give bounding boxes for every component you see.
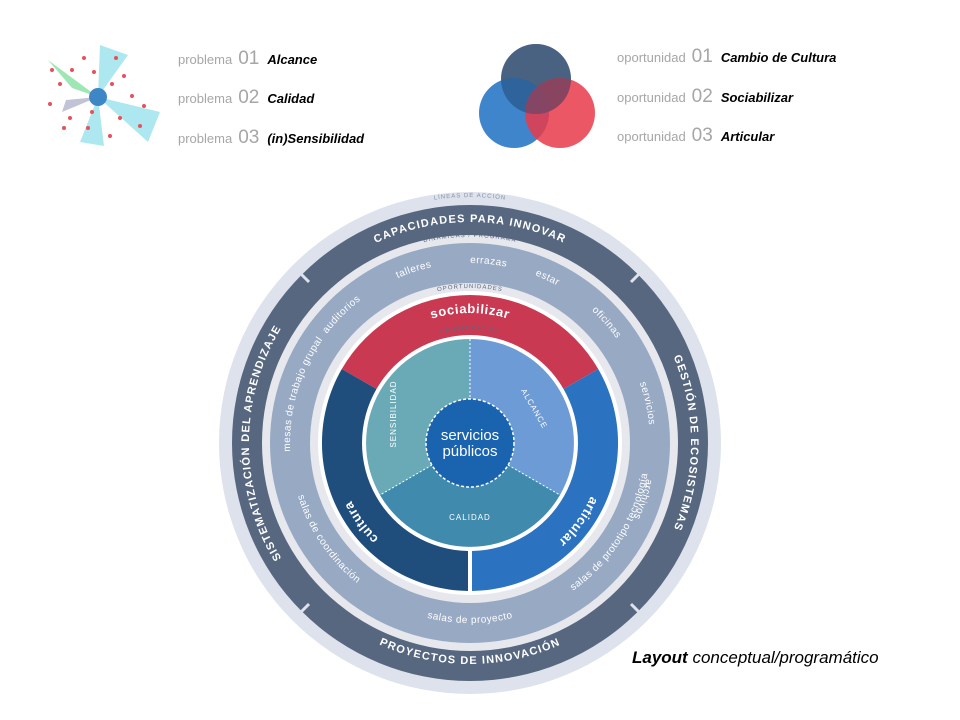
ring-label-lineas: LÍNEAS DE ACCIÓN — [434, 193, 507, 202]
problem-row-2: problema 02 Calidad — [178, 87, 314, 109]
problem-row-1: problema 01 Alcance — [178, 48, 317, 70]
problem-icon — [48, 45, 160, 146]
concentric-diagram — [219, 192, 721, 694]
problem-label: Alcance — [267, 52, 318, 67]
center-circle — [425, 398, 515, 488]
ring-label-oportunidades: OPORTUNIDADES — [437, 284, 503, 293]
opportunity-row-3: oportunidad 03 Articular — [617, 125, 774, 147]
opportunity-label-sociabilizar: sociabilizar — [428, 301, 511, 322]
ring-label-dinamicas: DINÁMICAS / PROGRAMA — [423, 233, 517, 244]
caption-rest: conceptual/programático — [687, 648, 879, 667]
opportunity-kind: oportunidad — [617, 129, 686, 144]
opportunity-arc-sociabilizar — [341, 294, 599, 389]
problem-kind: problema — [178, 91, 233, 106]
problem-number: 01 — [238, 48, 260, 69]
problem-kind: problema — [178, 131, 233, 146]
opportunity-label: Articular — [720, 129, 775, 144]
opportunity-number: 02 — [691, 86, 713, 107]
opportunity-number: 03 — [691, 125, 713, 146]
opportunity-arc-articular — [472, 369, 619, 591]
opportunity-label: Sociabilizar — [720, 90, 794, 105]
venn-circle-right — [525, 78, 595, 148]
problem-kind: problema — [178, 52, 233, 67]
problem-label: (in)Sensibilidad — [267, 131, 365, 146]
opportunity-label: Cambio de Cultura — [720, 50, 837, 65]
program-salas-proyecto: salas de proyecto — [426, 610, 513, 626]
ring-label-problematica: PROBLEMÁTICA — [440, 325, 500, 336]
problem-label: Calidad — [267, 91, 315, 106]
problem-number: 02 — [238, 87, 260, 108]
problem-label-calidad: CALIDAD — [449, 513, 491, 522]
caption-bold: Layout — [632, 648, 688, 667]
opportunity-number: 01 — [691, 46, 713, 67]
venn-icon — [479, 44, 595, 148]
opportunity-row-1: oportunidad 01 Cambio de Cultura — [617, 46, 836, 68]
opportunity-arc-cultura — [321, 369, 468, 591]
opportunity-row-2: oportunidad 02 Sociabilizar — [617, 86, 793, 108]
center-label-line1: servicios — [441, 427, 499, 444]
opportunity-kind: oportunidad — [617, 50, 686, 65]
opportunity-kind: oportunidad — [617, 90, 686, 105]
problem-row-3: problema 03 (in)Sensibilidad — [178, 127, 364, 149]
problem-label-sensibilidad: SENSIBILIDAD — [389, 380, 398, 447]
center-label-line2: públicos — [442, 443, 497, 460]
problem-number: 03 — [238, 127, 260, 148]
caption: Layout conceptual/programático — [632, 648, 879, 668]
problem-slice-calidad — [380, 443, 560, 547]
